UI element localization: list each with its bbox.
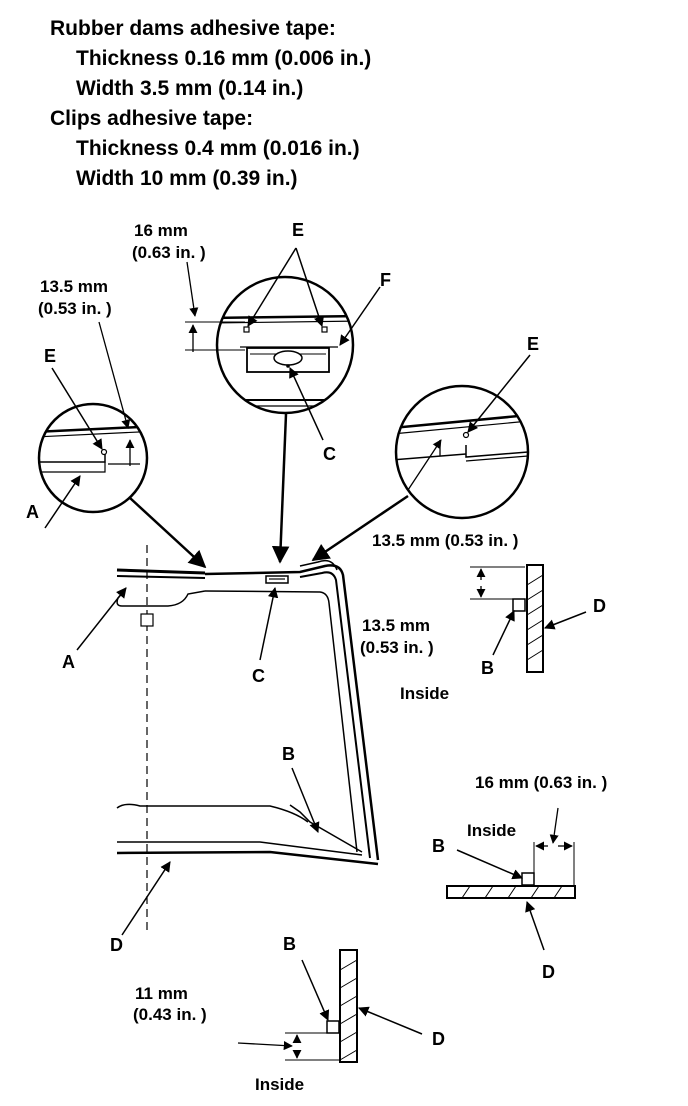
detail-circle-left — [37, 402, 149, 514]
label-b-lower: B — [283, 934, 296, 954]
rubber-tape-thickness: Thickness 0.16 mm (0.006 in.) — [76, 47, 372, 70]
dim-135mm-side-in: (0.53 in. ) — [360, 638, 434, 657]
inside-lower: Inside — [255, 1075, 304, 1094]
label-a-windshield: A — [62, 652, 75, 672]
label-a-circle: A — [26, 502, 39, 522]
label-c-circle: C — [323, 444, 336, 464]
label-b-bottom: B — [432, 836, 445, 856]
cross-section-lower — [237, 949, 423, 1063]
label-b-windshield: B — [282, 744, 295, 764]
dim-16mm-top-in: (0.63 in. ) — [132, 243, 206, 262]
clips-tape-thickness: Thickness 0.4 mm (0.016 in.) — [76, 137, 360, 160]
inside-side: Inside — [400, 684, 449, 703]
clips-tape-width: Width 10 mm (0.39 in.) — [76, 167, 298, 190]
dim-16mm-bottom: 16 mm (0.63 in. ) — [475, 773, 607, 792]
label-d-bottom: D — [542, 962, 555, 982]
leader-circle-center — [271, 413, 290, 564]
rubber-tape-heading: Rubber dams adhesive tape: — [50, 17, 336, 40]
windshield-outline — [116, 545, 380, 930]
dim-135mm-left: 13.5 mm — [40, 277, 108, 296]
label-d-windshield: D — [110, 935, 123, 955]
label-d-side: D — [593, 596, 606, 616]
detail-circle-center — [215, 275, 355, 415]
cross-section-bottom — [446, 807, 576, 951]
label-c-windshield: C — [252, 666, 265, 686]
label-f: F — [380, 270, 391, 290]
rubber-tape-width: Width 3.5 mm (0.14 in.) — [76, 77, 304, 100]
label-e-center: E — [292, 220, 304, 240]
label-d-lower: D — [432, 1029, 445, 1049]
label-e-right: E — [527, 334, 539, 354]
dim-135mm-right: 13.5 mm (0.53 in. ) — [372, 531, 518, 550]
dim-11mm: 11 mm — [135, 984, 188, 1003]
leader-circle-left — [129, 497, 207, 569]
detail-circle-right — [394, 384, 530, 520]
cross-section-side — [470, 564, 587, 673]
dim-135mm-left-in: (0.53 in. ) — [38, 299, 112, 318]
dim-16mm-top: 16 mm — [134, 221, 188, 240]
label-b-side: B — [481, 658, 494, 678]
label-e-left: E — [44, 346, 56, 366]
clips-tape-heading: Clips adhesive tape: — [50, 107, 254, 130]
inside-bottom: Inside — [467, 821, 516, 840]
leader-circle-right — [311, 494, 409, 562]
dim-11mm-in: (0.43 in. ) — [133, 1005, 207, 1024]
dim-135mm-side: 13.5 mm — [362, 616, 430, 635]
